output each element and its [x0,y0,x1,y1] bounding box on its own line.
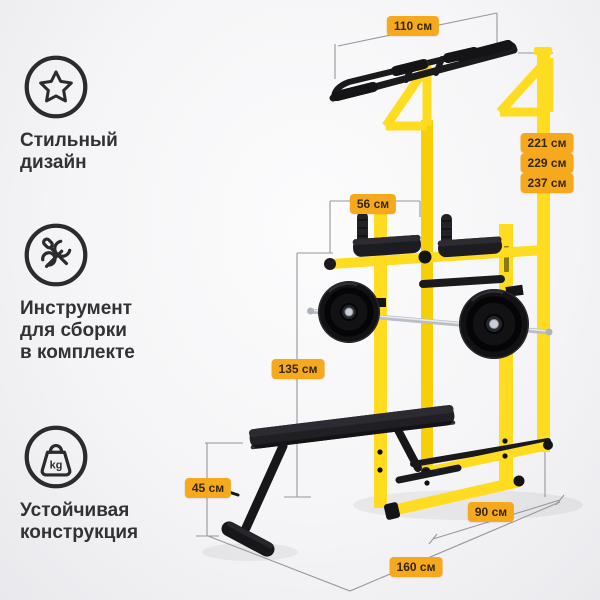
right-post-cap [534,47,552,55]
dim-badge-base-width: 160 см [389,557,443,577]
foot-end-cap [383,502,401,520]
dip-grips [357,212,452,246]
bench-seat [249,404,456,450]
dip-crossbar [326,245,549,269]
feature-stylish-design: Стильный дизайн [20,53,180,174]
barbell [307,281,553,359]
feature-text-line: в комплекте [20,342,135,363]
feature-text-line: для сборки [20,320,127,341]
frame-bolts [377,438,508,486]
base-strut-rear [410,438,551,467]
weight-plate-right [459,289,529,359]
feature-text-line: Инструмент [20,298,133,319]
front-left-upright [374,212,387,508]
base-strut-front [395,464,462,484]
dim-badge-top-width: 110 см [386,16,440,36]
flat-bench [221,404,456,557]
rear-left-post [421,120,433,472]
dim-badge-grip-spacing: 56 см [349,194,397,214]
feature-text-line: Устойчивая [20,500,130,521]
dim-badge-height-221: 221 см [520,133,574,153]
dip-station [324,212,549,508]
feature-text-line: дизайн [20,152,87,173]
bench-foot-roller [221,521,275,557]
tower-base [377,438,553,520]
bench-rear-leg [394,426,422,472]
dim-badge-height-229: 229 см [520,153,574,173]
front-foot [389,476,523,516]
tools-icon [24,223,88,287]
adjustment-knob [418,250,432,264]
weight-kg-icon: kg [24,425,88,489]
star-icon [24,55,88,119]
kg-label: kg [50,459,63,471]
feature-stable-construction: kg Устойчивая конструкция [20,423,180,544]
feature-text-line: Стильный [20,130,118,151]
arm-pads [352,234,502,258]
bench-front-leg [241,441,288,533]
dim-badge-bench-height: 45 см [184,478,232,498]
feature-text-line: конструкция [20,522,139,543]
dimension-line-base-width [207,501,561,592]
barbell-hook-left [372,298,386,307]
pull-up-bar [329,40,518,102]
crossbar-end-cap [324,258,336,270]
dim-badge-height-237: 237 см [520,173,574,193]
right-bracket [496,54,554,117]
dim-badge-rack-height: 135 см [271,359,325,379]
lower-crossbar [419,275,505,288]
weight-plate-left [318,281,380,343]
foam-grips [332,40,513,101]
dim-badge-base-depth: 90 см [467,502,515,522]
feature-tools-included: Инструмент для сборки в комплекте [20,221,180,364]
dimension-lines [196,12,565,592]
